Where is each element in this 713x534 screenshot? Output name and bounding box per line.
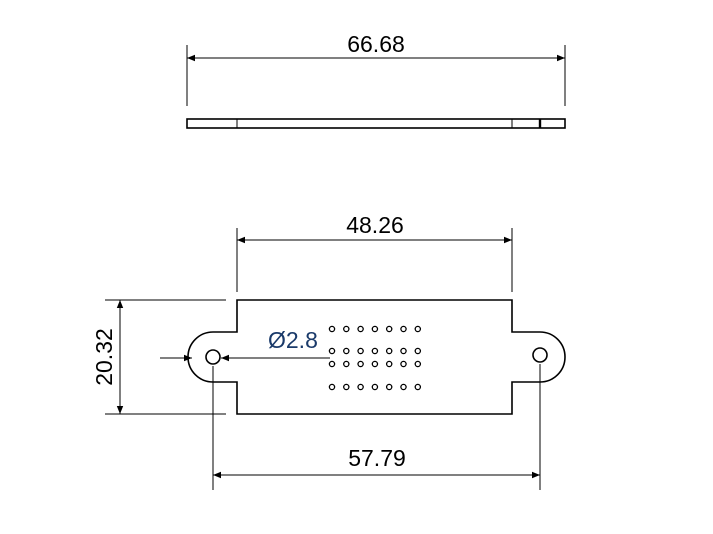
grid-dot — [371, 360, 379, 368]
grid-dot — [328, 347, 336, 355]
grid-dot — [414, 347, 422, 355]
grid-dot — [385, 325, 393, 333]
grid-dot — [400, 347, 407, 355]
dimension-label: 57.79 — [348, 445, 406, 471]
grid-dot — [371, 347, 379, 355]
grid-dot — [414, 360, 422, 368]
grid-dot — [385, 347, 393, 355]
dot-grid — [328, 325, 422, 391]
side-view — [186, 118, 566, 129]
dimension-label: 66.68 — [347, 31, 405, 57]
grid-dot — [343, 383, 350, 391]
grid-dot — [385, 360, 393, 368]
grid-dot — [385, 383, 393, 391]
dimension-body-length: 48.26 — [236, 212, 513, 292]
grid-dot — [343, 325, 350, 333]
grid-dot — [343, 347, 350, 355]
grid-dot — [357, 383, 364, 391]
grid-dot — [414, 383, 422, 391]
grid-dot — [400, 325, 407, 333]
grid-dot — [400, 383, 407, 391]
mounting-hole-left — [205, 349, 221, 365]
grid-dot — [414, 325, 422, 333]
grid-dot — [357, 347, 364, 355]
top-view — [187, 299, 566, 415]
dimension-hole-spacing: 57.79 — [212, 364, 541, 490]
dimension-hole-diameter: Ø2.8 — [160, 327, 330, 362]
grid-dot — [371, 325, 379, 333]
mounting-hole-right — [532, 347, 548, 363]
dimension-body-height: 20.32 — [91, 299, 226, 415]
grid-dot — [328, 360, 336, 368]
dimension-label: 48.26 — [346, 212, 404, 238]
grid-dot — [343, 360, 350, 368]
grid-dot — [400, 360, 407, 368]
dimension-overall-length: 66.68 — [186, 31, 566, 106]
grid-dot — [357, 360, 364, 368]
grid-dot — [371, 383, 379, 391]
grid-dot — [328, 383, 336, 391]
grid-dot — [357, 325, 364, 333]
grid-dot — [328, 325, 336, 333]
dimension-label: 20.32 — [91, 328, 117, 386]
dimension-label: Ø2.8 — [268, 327, 318, 353]
